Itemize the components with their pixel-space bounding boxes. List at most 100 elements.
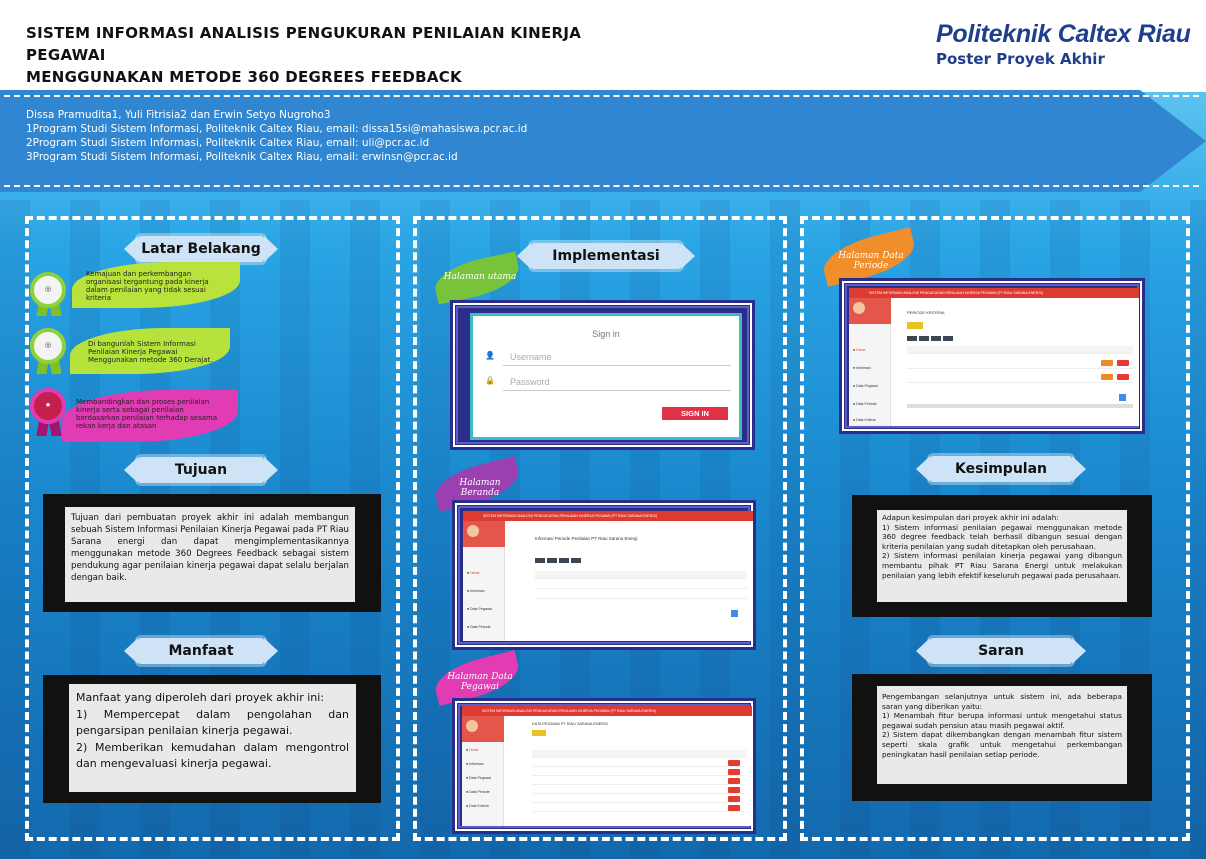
scrollbar[interactable]	[907, 404, 1133, 408]
password-input[interactable]: Password	[510, 377, 550, 387]
sidebar-item[interactable]: Informasi	[467, 589, 484, 593]
sign-in-button[interactable]: SIGN IN	[662, 407, 728, 420]
export-button[interactable]	[943, 336, 953, 341]
implementasi-heading: Implementasi	[517, 243, 695, 269]
beranda-title: Informasi Periode Penilaian PT Riau Sara…	[535, 536, 638, 541]
app-sidebar: Home Informasi Data Pegawai Data Periode…	[462, 716, 504, 826]
add-button[interactable]	[907, 322, 923, 329]
saran-item-1: 1) Menambah fitur berupa informasi untuk…	[882, 711, 1122, 730]
pegawai-screenshot: SISTEM INFORMASI ANALISIS PENGUKURAN PEN…	[462, 706, 752, 826]
login-screenshot: Sign in 👤 Username 🔒 Password SIGN IN	[470, 313, 742, 440]
export-button[interactable]	[931, 336, 941, 341]
title-line-1: SISTEM INFORMASI ANALISIS PENGUKURAN PEN…	[26, 24, 582, 64]
table-header	[532, 750, 746, 758]
sidebar-item[interactable]: Home	[853, 348, 865, 352]
medal-icon: ◎	[30, 328, 66, 364]
right-column	[800, 216, 1190, 841]
saran-item-2: 2) Sistem dapat dikembangkan dengan mena…	[882, 730, 1122, 759]
sidebar-item[interactable]: Data Periode	[467, 625, 490, 629]
medal-icon: ★	[30, 388, 66, 424]
edit-button[interactable]	[1101, 374, 1113, 380]
sidebar-item[interactable]: Home	[466, 748, 478, 752]
pagination-active[interactable]	[1119, 394, 1126, 401]
add-button[interactable]	[532, 730, 546, 736]
delete-button[interactable]	[728, 805, 740, 811]
export-button[interactable]	[547, 558, 557, 563]
leaf-label-utama: Halaman utama	[443, 272, 517, 282]
table-row	[532, 759, 746, 767]
author-banner	[0, 90, 1206, 192]
manfaat-heading: Manfaat	[124, 638, 278, 664]
affiliation-3: 3Program Studi Sistem Informasi, Politek…	[26, 151, 458, 163]
medal-icon: ◎	[30, 272, 66, 308]
export-button[interactable]	[535, 558, 545, 563]
app-header: SISTEM INFORMASI ANALISIS PENGUKURAN PEN…	[462, 706, 752, 716]
username-underline	[503, 365, 731, 366]
latar-text-1: Kemajuan dan perkembangan organisasi ter…	[86, 270, 209, 302]
table-row	[532, 777, 746, 785]
export-button[interactable]	[907, 336, 917, 341]
manfaat-item-2: 2) Memberikan kemudahan dalam mengontrol…	[76, 740, 349, 771]
poster-title: SISTEM INFORMASI ANALISIS PENGUKURAN PEN…	[26, 22, 646, 88]
pegawai-title: DATA PEGAWAI PT RIAU SARANA ENERGI	[532, 722, 608, 726]
sidebar-item[interactable]: Informasi	[853, 366, 870, 370]
password-underline	[503, 390, 731, 391]
avatar	[462, 716, 504, 742]
sidebar-item[interactable]: Data Pegawai	[466, 776, 491, 780]
table-row	[907, 358, 1133, 369]
banner-dashed-border	[4, 95, 1199, 187]
delete-button[interactable]	[1117, 360, 1129, 366]
table-header	[535, 571, 747, 579]
delete-button[interactable]	[728, 769, 740, 775]
sidebar-item[interactable]: Data Pegawai	[467, 607, 492, 611]
delete-button[interactable]	[728, 778, 740, 784]
delete-button[interactable]	[728, 760, 740, 766]
delete-button[interactable]	[728, 796, 740, 802]
app-sidebar: Home Informasi Data Pegawai Data Periode	[463, 521, 505, 641]
sidebar-item[interactable]: Data Kriteria	[466, 804, 488, 808]
affiliation-2: 2Program Studi Sistem Informasi, Politek…	[26, 137, 430, 149]
sidebar-item[interactable]: Data Periode	[466, 790, 489, 794]
export-button[interactable]	[559, 558, 569, 563]
export-button[interactable]	[919, 336, 929, 341]
latar-text-3: Membandingkan dan proses penilaian kiner…	[76, 398, 218, 430]
avatar	[463, 521, 505, 547]
leaf-label-beranda: Halaman Beranda	[459, 478, 501, 498]
user-icon: 👤	[485, 351, 495, 360]
manfaat-box: Manfaat yang diperoleh dari proyek akhir…	[69, 684, 356, 792]
saran-box: Pengembangan selanjutnya untuk sistem in…	[877, 686, 1127, 784]
kesimpulan-item-2: 2) Sistem informasi penilaian kinerja pe…	[882, 551, 1122, 580]
saran-intro: Pengembangan selanjutnya untuk sistem in…	[882, 692, 1122, 711]
pcr-logo: Politeknik Caltex Riau	[936, 20, 1191, 48]
kesimpulan-box: Adapun kesimpulan dari proyek akhir ini …	[877, 510, 1127, 602]
sidebar-item[interactable]: Informasi	[466, 762, 483, 766]
sidebar-item[interactable]: Data Pegawai	[853, 384, 878, 388]
table-row	[532, 768, 746, 776]
title-line-2: MENGGUNAKAN METODE 360 DEGREES FEEDBACK	[26, 68, 462, 86]
tujuan-text: Tujuan dari pembuatan proyek akhir ini a…	[65, 507, 355, 602]
kesimpulan-intro: Adapun kesimpulan dari proyek akhir ini …	[882, 513, 1059, 522]
sidebar-item[interactable]: Data Periode	[853, 402, 876, 406]
username-input[interactable]: Username	[510, 352, 552, 362]
sidebar-item[interactable]: Home	[467, 571, 479, 575]
beranda-screenshot: SISTEM INFORMASI ANALISIS PENGUKURAN PEN…	[463, 511, 753, 641]
author-names: Dissa Pramudita1, Yuli Fitrisia2 dan Erw…	[26, 109, 331, 121]
logo-subtitle: Poster Proyek Akhir	[936, 50, 1105, 68]
table-row	[532, 804, 746, 812]
lock-icon: 🔒	[485, 376, 495, 385]
edit-button[interactable]	[1101, 360, 1113, 366]
manfaat-intro: Manfaat yang diperoleh dari proyek akhir…	[76, 691, 325, 704]
table-row	[535, 581, 747, 589]
export-button[interactable]	[571, 558, 581, 563]
middle-column	[413, 216, 787, 841]
table-row	[532, 795, 746, 803]
saran-heading: Saran	[916, 638, 1086, 664]
delete-button[interactable]	[728, 787, 740, 793]
delete-button[interactable]	[1117, 374, 1129, 380]
latar-text-2: Di bangunlah Sistem Informasi Penilaian …	[88, 340, 213, 364]
app-sidebar: Home Informasi Data Pegawai Data Periode…	[849, 298, 891, 426]
sidebar-item[interactable]: Data Kriteria	[853, 418, 875, 422]
affiliation-1: 1Program Studi Sistem Informasi, Politek…	[26, 123, 528, 135]
kesimpulan-heading: Kesimpulan	[916, 456, 1086, 482]
pagination-active[interactable]	[731, 610, 738, 617]
